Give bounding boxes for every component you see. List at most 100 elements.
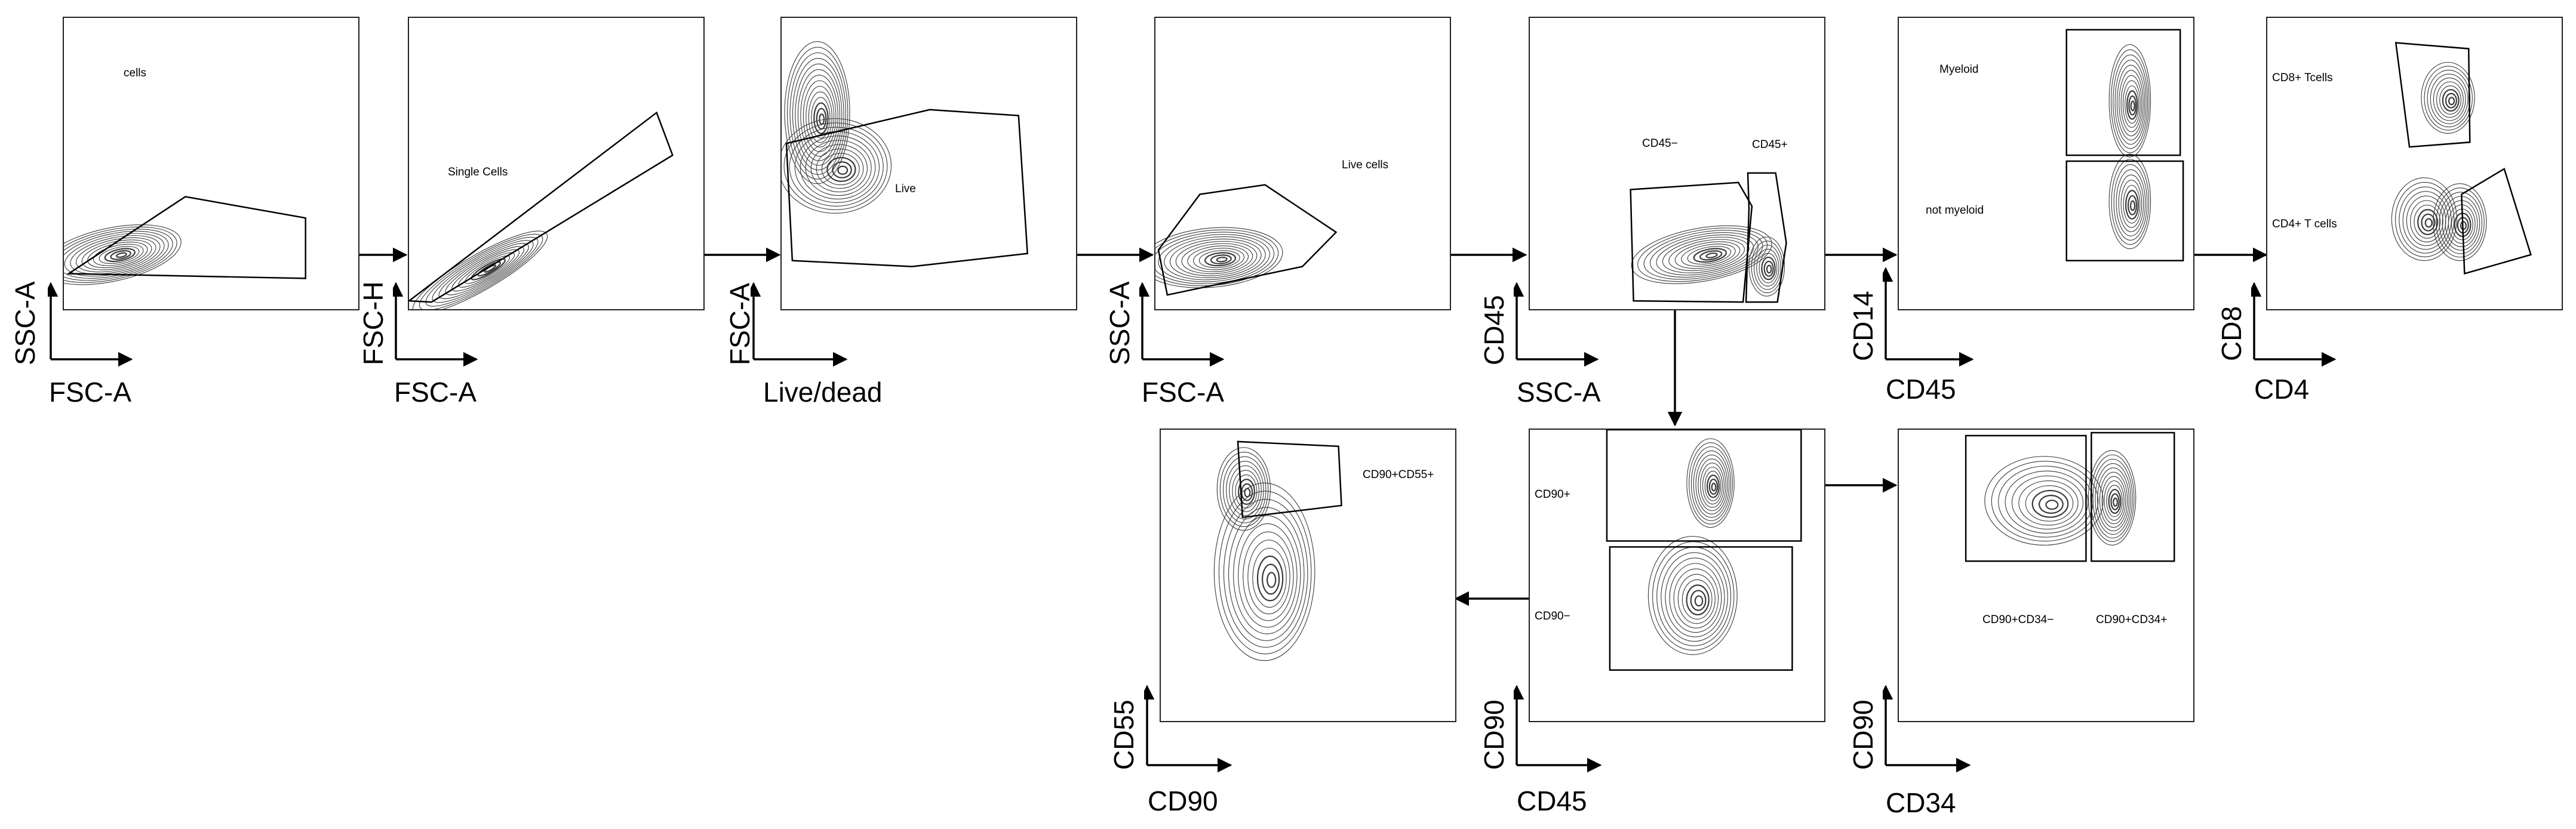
contour-plot	[409, 111, 674, 309]
plot-cd45-cd14: Myeloid not myeloid	[1898, 17, 2194, 310]
contour-line	[1695, 454, 1728, 514]
axis-arrows-p10	[1878, 683, 1975, 776]
contour-line	[2025, 485, 2074, 522]
gate-label-not-myeloid: not myeloid	[1926, 204, 1984, 217]
x-axis-label-p2: FSC-A	[394, 377, 477, 408]
contour-line	[2430, 73, 2469, 124]
contour-line	[1706, 474, 1720, 498]
contour-line	[1247, 540, 1290, 615]
gate-label-cd45-negative: CD45−	[1642, 137, 1678, 150]
contour-line	[2127, 195, 2138, 215]
contour-line	[2116, 64, 2145, 141]
contour-line	[2126, 90, 2138, 120]
contour-line	[64, 224, 182, 285]
contour-line	[2104, 480, 2125, 521]
y-axis-label-p5: CD45	[1478, 295, 1510, 365]
contour-line	[1218, 491, 1312, 655]
contour-line	[1766, 264, 1772, 274]
contour-line	[477, 261, 502, 277]
gate-label-cd90-cd34-positive: CD90+CD34+	[2096, 614, 2168, 626]
contour-line	[1233, 515, 1301, 634]
gate-not-myeloid	[2065, 160, 2184, 261]
contour-line	[432, 240, 534, 303]
contour-line	[1748, 236, 1785, 297]
contour-line	[1656, 234, 1754, 276]
contour-line	[1700, 463, 1724, 508]
contour-line	[64, 233, 165, 277]
gate-live	[785, 109, 1028, 267]
gate-label-live-cells: Live cells	[1342, 159, 1389, 171]
contour-line	[1689, 442, 1733, 525]
contour-line	[75, 237, 156, 273]
axis-arrows-p9	[1509, 683, 1606, 776]
population-contours-cd90neg	[1647, 535, 1738, 655]
contour-plot	[1965, 432, 2175, 562]
contour-line	[1693, 248, 1727, 263]
contour-line	[2439, 85, 2461, 115]
x-axis-label-p3: Live/dead	[763, 377, 883, 408]
population-contours-lower	[1213, 482, 1315, 661]
contour-line	[1187, 245, 1249, 272]
contour-line	[1228, 507, 1305, 641]
gate-live-cells	[1157, 184, 1338, 296]
contour-line	[70, 235, 161, 275]
axis-arrows-p2	[388, 281, 482, 370]
x-axis-label-p6: CD45	[1886, 374, 1956, 405]
plot-fsc-ssc-livecells: Live cells	[1154, 17, 1451, 310]
contour-line	[1155, 227, 1283, 288]
contour-line	[1155, 232, 1275, 285]
contour-line	[1198, 250, 1240, 269]
x-axis-label-p10: CD34	[1886, 787, 1956, 818]
population-contours-not-myeloid	[2108, 153, 2151, 249]
axis-arrows-p3	[746, 281, 852, 370]
population-contours-cd45pos	[1748, 236, 1785, 297]
contour-line	[2120, 75, 2142, 132]
contour-line	[1694, 595, 1704, 607]
contour-line	[837, 165, 849, 175]
contour-line	[1687, 246, 1732, 265]
contour-line	[2130, 100, 2135, 112]
contour-line	[800, 135, 876, 200]
contour-line	[2421, 213, 2436, 232]
population-contours-cd45neg	[1631, 225, 1772, 284]
x-axis-label-p5: SSC-A	[1517, 377, 1601, 408]
contour-line	[2395, 181, 2455, 257]
population-contours-upper	[784, 41, 850, 184]
contour-line	[412, 230, 548, 309]
contour-line	[2442, 89, 2460, 112]
population-contours-cd4-left	[2391, 177, 2457, 261]
contour-line	[816, 148, 864, 189]
population-contours	[412, 230, 548, 309]
gate-label-live: Live	[895, 183, 916, 195]
contour-plot	[2065, 29, 2184, 261]
plot-cd4-cd8: CD8+ Tcells CD4+ T cells	[2266, 17, 2563, 310]
y-axis-label-p10: CD90	[1848, 699, 1879, 770]
contour-line	[803, 80, 837, 152]
gate-cd90-positive	[1606, 430, 1802, 542]
contour-line	[2113, 54, 2148, 149]
contour-line	[1229, 465, 1262, 516]
axis-arrows-p8	[1139, 683, 1237, 776]
contour-plot	[1155, 184, 1338, 296]
gate-label-cd45-positive: CD45+	[1752, 138, 1788, 151]
contour-line	[1702, 467, 1723, 505]
y-axis-label-p8: CD55	[1108, 699, 1139, 770]
contour-line	[1690, 446, 1732, 522]
contour-line	[1693, 450, 1730, 518]
y-axis-label-p1: SSC-A	[10, 281, 41, 365]
contour-line	[2116, 169, 2146, 236]
contour-plot	[1630, 172, 1787, 303]
contour-line	[1669, 563, 1722, 633]
contour-line	[1661, 552, 1728, 642]
contour-line	[2427, 69, 2471, 128]
plot-cd34-cd90: CD90+CD34− CD90+CD34+	[1898, 429, 2194, 722]
contour-line	[1193, 248, 1244, 270]
contour-line	[2399, 186, 2452, 254]
contour-line	[2433, 183, 2487, 261]
plot-cd45-cd90: CD90+ CD90−	[1529, 429, 1825, 722]
contour-line	[2433, 78, 2466, 121]
contour-line	[2119, 70, 2144, 137]
gate-cd8-tcells	[2394, 42, 2471, 148]
contour-line	[2424, 66, 2473, 131]
gate-label-cd90-positive: CD90+	[1535, 488, 1570, 501]
